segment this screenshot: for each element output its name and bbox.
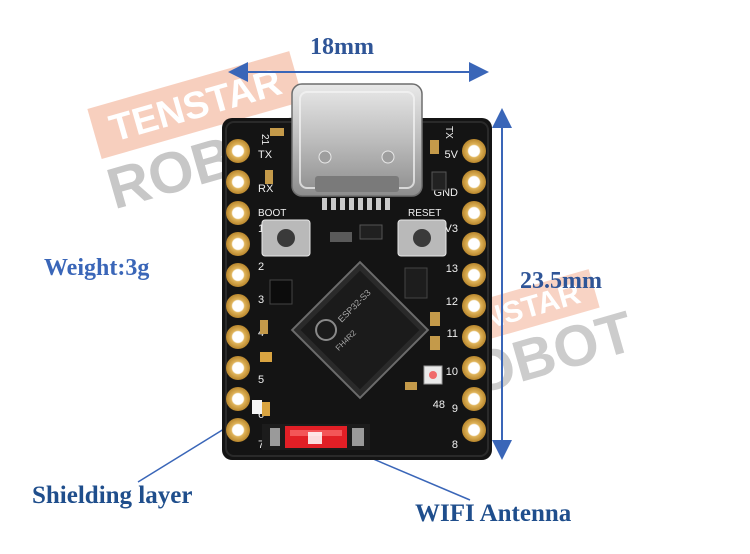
- esp32-s3-board: TX RX 1 2 3 4 5 6 7 5V GND 3V3 13 12 11 …: [222, 83, 492, 460]
- pin-label-rx: RX: [258, 183, 274, 195]
- pin-label-5v: 5V: [445, 149, 459, 161]
- pin-label-13: 13: [446, 263, 458, 275]
- pin-label-48: 48: [433, 399, 445, 411]
- pin-label-7: 7: [258, 439, 264, 451]
- pin-label-1: 1: [258, 223, 264, 235]
- pin-label-5: 5: [258, 374, 264, 386]
- usb-solder-pins: [322, 198, 390, 210]
- shielding-layer-label: Shielding layer: [32, 482, 193, 509]
- wifi-antenna: [262, 424, 370, 450]
- shielding-layer-part: [252, 400, 262, 414]
- smd-components: [260, 128, 447, 416]
- led-lens-icon: [429, 371, 437, 379]
- pin-label-2: 2: [258, 261, 264, 273]
- usb-c-connector: [291, 83, 423, 197]
- silk-21: 21: [259, 134, 270, 146]
- pin-label-8: 8: [452, 439, 458, 451]
- reset-label: RESET: [408, 208, 441, 219]
- boot-label: BOOT: [258, 208, 286, 219]
- esp32-s3-chip: ESP32-S3 FH4R2: [290, 260, 430, 400]
- left-pin-labels: TX RX 1 2 3 4 5 6 7: [258, 149, 274, 451]
- pin-label-9: 9: [452, 403, 458, 415]
- pin-label-tx: TX: [258, 149, 273, 161]
- height-dimension-label: 23.5mm: [520, 268, 602, 294]
- pin-label-3: 3: [258, 294, 264, 306]
- pin-label-12: 12: [446, 296, 458, 308]
- silk-tx-top: TX: [443, 126, 454, 139]
- pin-label-6: 6: [258, 409, 264, 421]
- weight-label: Weight:3g: [44, 255, 150, 281]
- boot-button: BOOT: [258, 208, 311, 257]
- wifi-antenna-label: WIFI Antenna: [415, 500, 572, 527]
- espressif-logo-icon: [315, 319, 338, 341]
- pin-label-10: 10: [446, 366, 458, 378]
- reset-button: RESET: [397, 208, 447, 257]
- pin-label-11: 11: [447, 328, 458, 340]
- left-pin-pads: [226, 139, 250, 442]
- top-silk-labels: 21 TX: [259, 126, 454, 146]
- right-pin-pads: [462, 139, 486, 442]
- width-dimension-label: 18mm: [310, 34, 374, 60]
